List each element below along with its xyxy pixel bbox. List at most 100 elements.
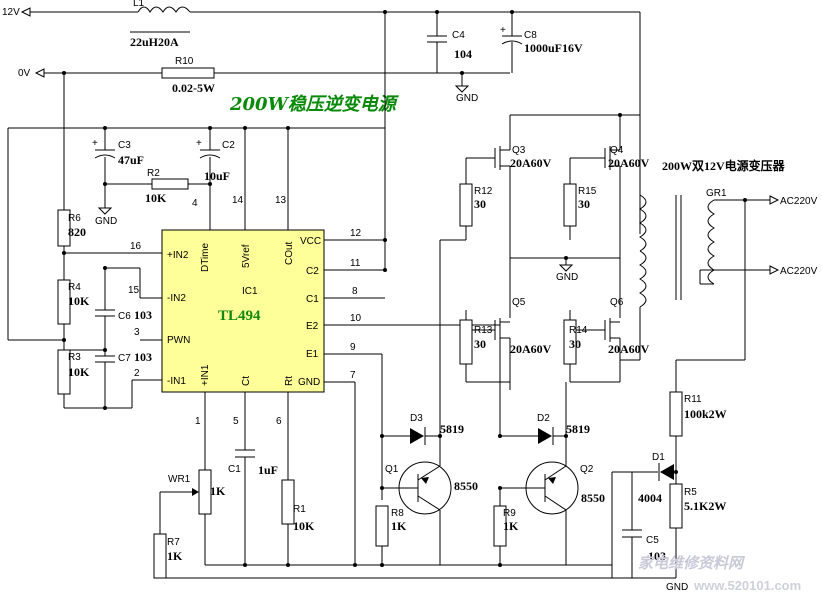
cap-c1: C1 1uF — [228, 449, 278, 565]
r2-value: 10K — [145, 191, 167, 205]
resistor-r5: R5 5.1K2W — [669, 483, 726, 578]
transistor-q2: Q2 8550 — [498, 436, 605, 565]
mosfet-q5: Q5 20A60V — [466, 258, 552, 390]
pin-plus-in1: +IN1 — [200, 364, 211, 386]
resistor-r3: R3 10K — [57, 349, 90, 395]
r3-ref: R3 — [68, 352, 81, 363]
pin-5-num: 5 — [233, 416, 239, 427]
svg-text:+: + — [196, 138, 202, 149]
d3-value: 5819 — [440, 422, 464, 436]
d1-ref: D1 — [652, 452, 665, 463]
schematic-title: 200W稳压逆变电源 — [229, 94, 400, 115]
resistor-r11: R11 100k2W — [669, 360, 727, 460]
pin-dtime: DTime — [200, 242, 211, 272]
diode-d2: D2 5819 — [410, 324, 590, 445]
svg-text:+: + — [92, 138, 98, 149]
pin-8-num: 8 — [352, 286, 358, 297]
watermark-cn: 家电维修资料网 — [638, 554, 746, 572]
cap-c5: C5 103 — [622, 472, 666, 578]
output-ac2: AC220V — [780, 266, 818, 277]
pin-e2: E2 — [306, 321, 319, 332]
r13-ref: R13 — [474, 325, 493, 336]
gnd-top: GND — [456, 93, 478, 104]
gr1-ref: GR1 — [706, 188, 727, 199]
pin-e1: E1 — [306, 349, 319, 360]
l1-ref: L1 — [133, 0, 145, 9]
c3-ref: C3 — [118, 140, 131, 151]
rail-12v-label: 12V — [2, 7, 20, 18]
c2-value: 10uF — [204, 169, 230, 183]
gnd-bottom: GND — [666, 582, 688, 593]
resistor-r6: R6 820 — [57, 209, 86, 247]
ic-tl494: IC1 TL494 +IN2 16 -IN2 15 PWN 3 -IN1 2 D… — [128, 195, 410, 480]
q1-ref: Q1 — [385, 464, 399, 475]
c5-value: 103 — [648, 549, 666, 563]
ic-ref: IC1 — [242, 286, 258, 297]
pin-7-num: 7 — [350, 370, 356, 381]
pin-plus-in2: +IN2 — [167, 250, 189, 261]
pin-13-num: 13 — [275, 195, 287, 206]
c5-ref: C5 — [646, 535, 659, 546]
gr1-value: 200W双12V电源变压器 — [662, 158, 786, 173]
ic-part: TL494 — [218, 308, 261, 324]
pin-2-num: 2 — [134, 368, 140, 379]
r15-value: 30 — [578, 197, 590, 211]
pin-12-num: 12 — [350, 228, 362, 239]
r12-ref: R12 — [474, 186, 493, 197]
resistor-r9: R9 1K — [493, 488, 519, 567]
q4-ref: Q4 — [610, 145, 624, 156]
pin-15-num: 15 — [128, 285, 140, 296]
q2-value: 8550 — [581, 491, 605, 505]
pin-minus-in2: -IN2 — [167, 293, 186, 304]
resistor-r15: R15 30 — [563, 158, 597, 240]
r12-value: 30 — [474, 197, 486, 211]
r6-value: 820 — [68, 225, 86, 239]
r13-value: 30 — [474, 337, 486, 351]
rail-12v: 12V — [2, 7, 641, 234]
r10-value: 0.02-5W — [172, 81, 215, 95]
d2-ref: D2 — [537, 413, 550, 424]
resistor-r2: R2 10K — [103, 168, 210, 205]
cap-c2: + C2 10uF — [196, 126, 235, 230]
transistor-q1: Q1 8550 — [380, 436, 478, 565]
q5-value: 20A60V — [510, 342, 552, 356]
q6-ref: Q6 — [610, 297, 624, 308]
pin-1-num: 1 — [195, 416, 201, 427]
r11-ref: R11 — [684, 394, 702, 405]
pin-rt: Rt — [284, 376, 295, 386]
q1-value: 8550 — [454, 479, 478, 493]
pin-10-num: 10 — [350, 313, 362, 324]
cap-c4: C4 104 — [427, 10, 472, 73]
pin-vcc: VCC — [300, 236, 321, 247]
pin-9-num: 9 — [350, 342, 356, 353]
cap-c8: + C8 1000uF16V GND — [454, 10, 583, 104]
mosfet-q6: Q6 20A60V — [570, 258, 650, 382]
wr1-ref: WR1 — [168, 474, 191, 485]
pin-14-num: 14 — [232, 195, 244, 206]
q2-ref: Q2 — [580, 464, 594, 475]
pin-3-num: 3 — [134, 327, 140, 338]
pin-pwn: PWN — [167, 335, 190, 346]
pin-5vref: 5Vref — [241, 244, 252, 268]
q4-value: 20A60V — [608, 156, 650, 170]
c7-value: 103 — [134, 350, 152, 364]
r7-value: 1K — [167, 549, 183, 563]
resistor-r8: R8 1K — [375, 436, 407, 567]
watermark-url: www.520101.com — [693, 578, 801, 593]
r15-ref: R15 — [578, 186, 597, 197]
inductor-l1: L1 22uH20A — [130, 0, 191, 49]
c7-ref: C7 — [118, 353, 131, 364]
r4-value: 10K — [68, 294, 90, 308]
r10-ref: R10 — [175, 56, 194, 67]
r9-value: 1K — [503, 519, 519, 533]
d1-value: 4004 — [638, 491, 662, 505]
r14-ref: R14 — [569, 325, 588, 336]
r5-value: 5.1K2W — [684, 499, 726, 513]
c4-value: 104 — [454, 47, 472, 61]
r14-value: 30 — [569, 337, 581, 351]
rail-0v-label: 0V — [18, 68, 31, 79]
resistor-r14: R14 30 — [563, 310, 588, 382]
d3-ref: D3 — [410, 413, 423, 424]
gnd-c3: GND — [95, 216, 117, 227]
